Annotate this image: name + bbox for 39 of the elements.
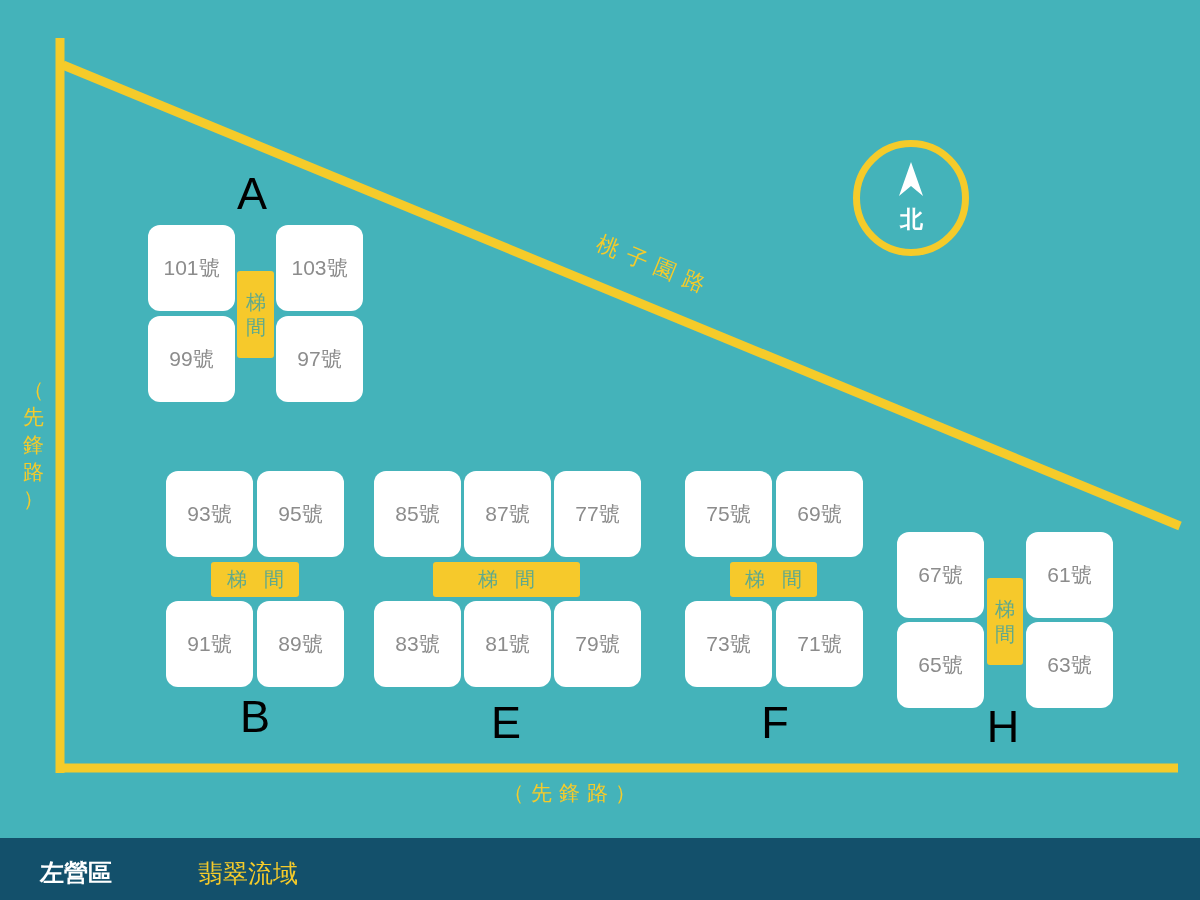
road-name: （先鋒路）	[22, 376, 44, 513]
stairwell-box: 梯間	[237, 271, 274, 358]
building-letter: E	[491, 699, 521, 745]
unit-box: 85號	[374, 471, 461, 557]
road-name: 桃子園路	[593, 232, 717, 300]
unit-box: 97號	[276, 316, 363, 402]
stairwell-box: 梯間	[987, 578, 1023, 665]
district-name: 左營區	[40, 861, 112, 885]
stairwell-box: 梯間	[730, 562, 817, 597]
unit-box: 79號	[554, 601, 641, 687]
unit-box: 95號	[257, 471, 344, 557]
unit-box: 75號	[685, 471, 772, 557]
unit-box: 99號	[148, 316, 235, 402]
stairwell-box: 梯間	[211, 562, 299, 597]
building-letter: A	[237, 170, 267, 216]
building-letter: B	[240, 693, 270, 739]
unit-box: 61號	[1026, 532, 1113, 618]
unit-box: 71號	[776, 601, 863, 687]
unit-box: 103號	[276, 225, 363, 311]
building-letter: H	[986, 703, 1020, 749]
unit-box: 65號	[897, 622, 984, 708]
unit-box: 93號	[166, 471, 253, 557]
unit-box: 67號	[897, 532, 984, 618]
compass-ring	[853, 140, 969, 256]
stairwell-box: 梯間	[433, 562, 580, 597]
community-name: 翡翠流域	[198, 860, 298, 886]
unit-box: 87號	[464, 471, 551, 557]
road-name: （先鋒路）	[503, 782, 643, 804]
unit-box: 89號	[257, 601, 344, 687]
unit-box: 69號	[776, 471, 863, 557]
unit-box: 83號	[374, 601, 461, 687]
unit-box: 63號	[1026, 622, 1113, 708]
unit-box: 73號	[685, 601, 772, 687]
unit-box: 91號	[166, 601, 253, 687]
unit-box: 77號	[554, 471, 641, 557]
unit-box: 101號	[148, 225, 235, 311]
north-label: 北	[899, 207, 923, 231]
unit-box: 81號	[464, 601, 551, 687]
building-letter: F	[761, 699, 789, 745]
